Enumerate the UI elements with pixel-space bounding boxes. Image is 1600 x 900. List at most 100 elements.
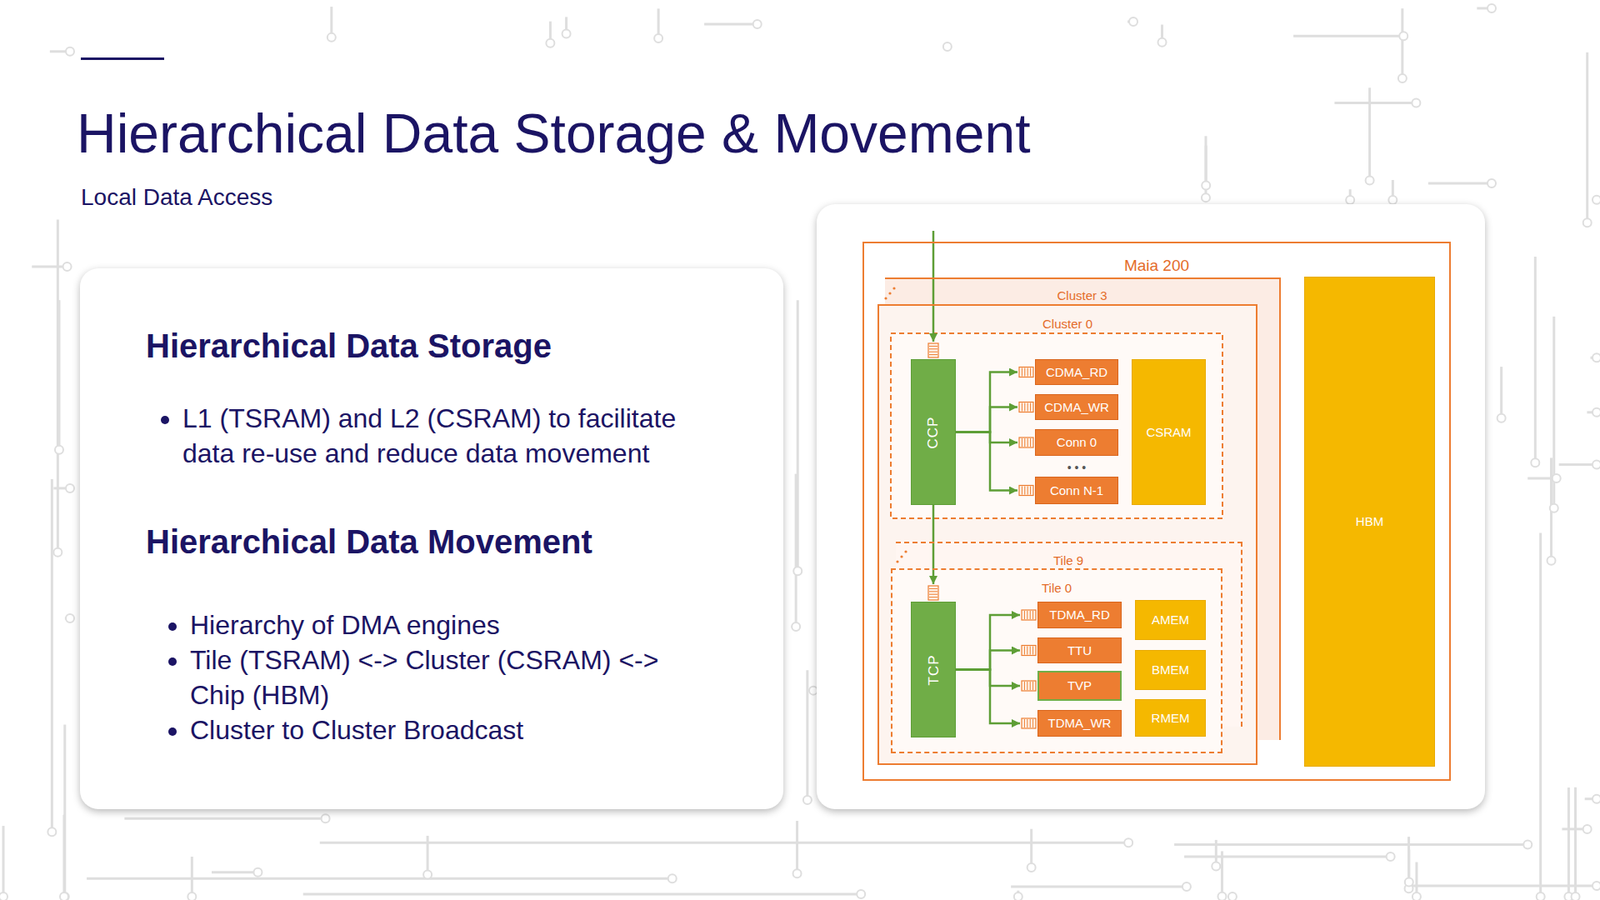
frame-label: Tile 0 xyxy=(892,580,1221,596)
engine-box: CDMA_WR xyxy=(1035,394,1119,420)
box-label: TDMA_WR xyxy=(1048,715,1112,731)
tile-fill xyxy=(890,568,1223,754)
processor-box: CCP xyxy=(910,359,956,505)
circuit-trace xyxy=(795,474,798,627)
circuit-trace xyxy=(1174,843,1528,846)
connector-arrow xyxy=(955,372,1018,433)
port-stripe xyxy=(1021,403,1023,412)
circuit-trace xyxy=(1334,101,1416,105)
circuit-pad xyxy=(65,47,75,56)
circuit-pad xyxy=(65,614,75,623)
port-stripe xyxy=(1024,368,1025,377)
port-stripe xyxy=(929,594,938,595)
connector-arrow xyxy=(955,432,1018,491)
circuit-pad xyxy=(321,814,330,823)
cluster-inner-dashed xyxy=(890,333,1223,519)
stack-dot xyxy=(892,286,895,290)
circuit-pad xyxy=(60,892,70,900)
port-outline xyxy=(1021,610,1036,620)
port-stripe xyxy=(1030,403,1031,412)
stack-dot xyxy=(884,296,887,300)
port-stripe xyxy=(1030,486,1031,495)
connector-arrow xyxy=(955,650,1020,670)
circuit-pad xyxy=(423,870,432,879)
circuit-trace xyxy=(1368,87,1371,180)
circuit-trace xyxy=(704,22,758,25)
port-stripe xyxy=(1027,403,1029,412)
circuit-trace xyxy=(57,300,60,450)
box-label: TTU xyxy=(1067,643,1092,659)
circuit-trace xyxy=(1400,8,1404,79)
title-rule xyxy=(80,57,165,60)
port-stripe xyxy=(1032,719,1034,728)
port-glyph xyxy=(1019,437,1034,448)
circuit-pad xyxy=(1014,892,1023,900)
circuit-pad xyxy=(1487,4,1496,13)
ellipsis-label: • • • xyxy=(1067,460,1086,475)
bullet-text: Cluster to Cluster Broadcast xyxy=(190,712,690,748)
circuit-trace xyxy=(1415,862,1418,897)
frame-label: Cluster 3 xyxy=(885,288,1280,304)
circuit-pad xyxy=(1217,892,1226,900)
circuit-trace xyxy=(63,725,66,897)
port-stripe xyxy=(929,348,938,350)
engine-box: TDMA_WR xyxy=(1037,710,1122,737)
text-card: Hierarchical Data StorageL1 (TSRAM) and … xyxy=(80,268,784,810)
box-label: AMEM xyxy=(1151,612,1190,628)
circuit-trace xyxy=(1500,366,1503,419)
slide-title: Hierarchical Data Storage & Movement xyxy=(76,101,1031,165)
stack-dot xyxy=(904,550,907,553)
circuit-trace xyxy=(1585,52,1589,223)
tile-frame: Tile 0TCPTDMA_RDTTUTVPTDMA_WRAMEMBMEMRME… xyxy=(890,568,1223,754)
circuit-trace xyxy=(211,870,258,874)
port-stripe xyxy=(1027,486,1029,495)
port-glyph xyxy=(1019,485,1034,496)
bullet-text: Tile (TSRAM) <-> Cluster (CSRAM) <-> Chi… xyxy=(190,642,690,713)
circuit-trace xyxy=(31,265,67,269)
circuit-pad xyxy=(53,548,62,557)
port-glyph xyxy=(1021,718,1036,729)
memory-box: BMEM xyxy=(1135,650,1206,690)
circuit-pad xyxy=(47,827,56,836)
circuit-pad xyxy=(562,30,571,39)
frame-label: Tile 9 xyxy=(895,553,1241,569)
port-stripe xyxy=(1030,368,1031,377)
port-stripe xyxy=(929,590,938,592)
circuit-pad xyxy=(654,34,663,43)
port-glyph xyxy=(1021,610,1036,620)
circuit-trace xyxy=(1574,787,1577,897)
engine-box: TVP xyxy=(1037,670,1122,701)
circuit-pad xyxy=(545,39,555,48)
circuit-pad xyxy=(1388,195,1397,205)
port-outline xyxy=(1019,402,1034,413)
port-stripe xyxy=(1032,681,1034,690)
circuit-pad xyxy=(60,892,69,900)
tile-frame-back: Tile 9 xyxy=(895,541,1243,727)
circuit-trace xyxy=(124,817,325,820)
port-glyph xyxy=(1021,680,1036,691)
stack-dot xyxy=(900,555,903,558)
box-label: TVP xyxy=(1067,678,1092,694)
circuit-trace xyxy=(86,877,673,880)
bullet-list: L1 (TSRAM) and L2 (CSRAM) to facilitate … xyxy=(182,400,716,471)
circuit-trace xyxy=(1010,885,1187,888)
circuit-pad xyxy=(0,892,8,900)
box-label: TDMA_RD xyxy=(1049,607,1110,623)
port-outline xyxy=(928,343,939,358)
connector-arrow xyxy=(955,432,1018,444)
box-label: CDMA_WR xyxy=(1044,400,1110,415)
circuit-pad xyxy=(1398,74,1407,83)
bullet-text: L1 (TSRAM) and L2 (CSRAM) to facilitate … xyxy=(182,400,716,471)
circuit-pad xyxy=(1583,218,1592,227)
circuit-trace xyxy=(1220,850,1224,896)
circuit-pad xyxy=(1547,556,1556,565)
circuit-pad xyxy=(791,622,800,631)
port-stripe xyxy=(1032,646,1034,655)
circuit-pad xyxy=(65,484,75,493)
circuit-pad xyxy=(327,33,336,42)
port-stripe xyxy=(929,345,938,347)
box-label: TCP xyxy=(925,654,941,685)
circuit-pad xyxy=(1201,193,1210,202)
port-outline xyxy=(1021,680,1036,691)
port-stripe xyxy=(1027,438,1029,447)
